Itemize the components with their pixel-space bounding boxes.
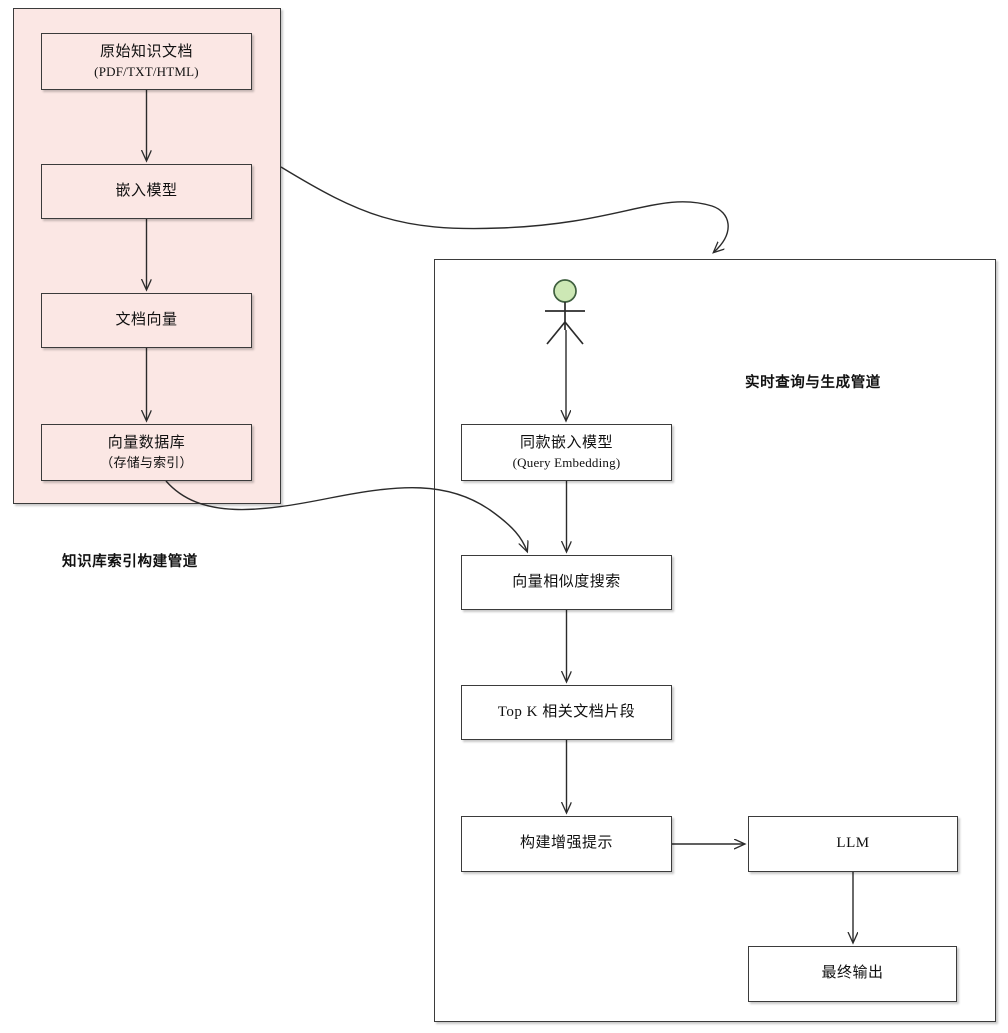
node-label-primary: 同款嵌入模型 [519, 434, 613, 451]
node-label-primary: 向量相似度搜索 [512, 573, 621, 590]
node-label-primary: 原始知识文档 [99, 43, 193, 60]
node-vector-database[interactable]: 向量数据库 （存储与索引） [41, 424, 252, 481]
node-label-primary: 构建增强提示 [519, 835, 613, 852]
group-realtime-query-pipeline [434, 259, 996, 1022]
node-label-primary: 文档向量 [115, 311, 178, 328]
node-llm[interactable]: LLM [748, 816, 958, 872]
node-document-vectors[interactable]: 文档向量 [41, 293, 252, 348]
node-build-augmented-prompt[interactable]: 构建增强提示 [461, 816, 672, 872]
node-label-primary: 最终输出 [821, 965, 884, 982]
node-top-k-chunks[interactable]: Top K 相关文档片段 [461, 685, 672, 740]
node-label-secondary: (PDF/TXT/HTML) [94, 63, 199, 79]
edge-embedding-to-query-pipeline [280, 166, 729, 252]
node-label-primary: LLM [836, 835, 870, 852]
node-vector-similarity-search[interactable]: 向量相似度搜索 [461, 555, 672, 610]
group-label-knowledge-index-pipeline: 知识库索引构建管道 [62, 554, 198, 570]
node-label-primary: Top K 相关文档片段 [497, 703, 636, 720]
node-raw-knowledge-docs[interactable]: 原始知识文档 (PDF/TXT/HTML) [41, 33, 252, 90]
node-query-embedding-model[interactable]: 同款嵌入模型 (Query Embedding) [461, 424, 672, 481]
node-label-secondary: (Query Embedding) [512, 454, 621, 470]
node-label-primary: 向量数据库 [107, 434, 186, 451]
node-label-secondary: （存储与索引） [100, 454, 193, 470]
node-final-output[interactable]: 最终输出 [748, 946, 957, 1002]
node-label-primary: 嵌入模型 [115, 182, 178, 199]
node-embedding-model[interactable]: 嵌入模型 [41, 164, 252, 219]
group-label-realtime-query-pipeline: 实时查询与生成管道 [745, 375, 881, 391]
